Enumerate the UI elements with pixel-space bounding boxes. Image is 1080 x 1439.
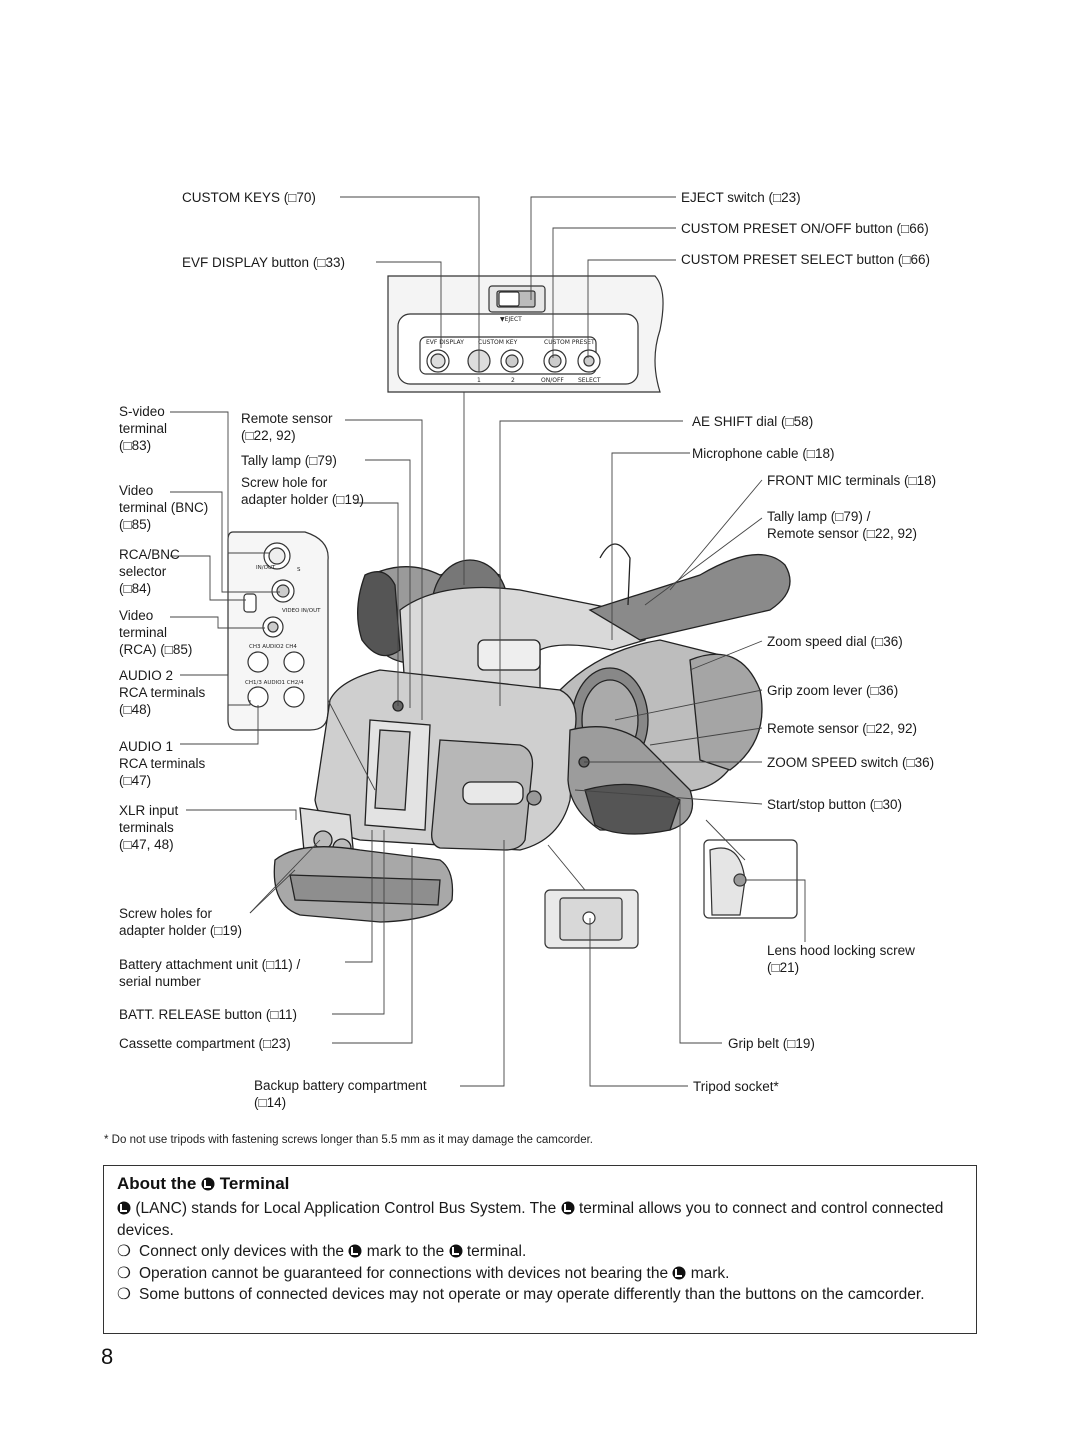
label-grip-belt: Grip belt (□19) bbox=[728, 1036, 815, 1051]
label-screw-hole: Screw hole for adapter holder (□19) bbox=[241, 475, 364, 507]
label-custom-keys: CUSTOM KEYS (□70) bbox=[182, 190, 316, 205]
label-video-rca: Video terminal (RCA) (□85) bbox=[119, 608, 193, 657]
label-mic-cable: Microphone cable (□18) bbox=[692, 446, 835, 461]
label-audio1: AUDIO 1 RCA terminals (□47) bbox=[119, 739, 206, 788]
label-tally-lamp-left: Tally lamp (□79) bbox=[241, 453, 337, 468]
panel-s-mark: S bbox=[297, 567, 301, 573]
label-video-bnc: Video terminal (BNC) (□85) bbox=[119, 483, 209, 532]
label-eject-switch: EJECT switch (□23) bbox=[681, 190, 801, 205]
page-number: 8 bbox=[101, 1344, 114, 1369]
label-tripod-socket: Tripod socket* bbox=[693, 1079, 779, 1094]
label-remote-sensor-left: Remote sensor (□22, 92) bbox=[241, 411, 333, 443]
lanc-title: About the Terminal bbox=[117, 1174, 289, 1194]
camcorder-body bbox=[273, 543, 791, 923]
panel-select-mark: SELECT bbox=[578, 377, 601, 384]
lanc-title-pre: About the bbox=[117, 1174, 197, 1193]
label-remote-sensor-right: Remote sensor (□22, 92) bbox=[767, 721, 917, 736]
label-rca-bnc-selector: RCA/BNC selector (□84) bbox=[119, 547, 180, 596]
lanc-icon bbox=[561, 1201, 575, 1215]
label-xlr: XLR input terminals (□47, 48) bbox=[119, 803, 179, 852]
lanc-bullet-3: ❍ Some buttons of connected devices may … bbox=[117, 1284, 962, 1306]
top-panel-inset bbox=[387, 275, 664, 393]
label-tally-lamp-right: Tally lamp (□79) / Remote sensor (□22, 9… bbox=[767, 509, 917, 541]
lanc-bullet-1: ❍ Connect only devices with the mark to … bbox=[117, 1241, 962, 1263]
label-batt-release: BATT. RELEASE button (□11) bbox=[119, 1007, 297, 1022]
label-screw-holes: Screw holes for adapter holder (□19) bbox=[119, 906, 242, 938]
lanc-intro-b: terminal allows you to connect and contr… bbox=[117, 1200, 944, 1239]
lanc-title-post: Terminal bbox=[219, 1174, 290, 1193]
lanc-b1-b: mark to the bbox=[366, 1243, 445, 1260]
lanc-intro-a: (LANC) stands for Local Application Cont… bbox=[135, 1200, 557, 1217]
lanc-bullet-2: ❍ Operation cannot be guaranteed for con… bbox=[117, 1263, 962, 1285]
panel-video-inout-mark: VIDEO IN/OUT bbox=[282, 608, 321, 614]
panel-inout-mark: IN/OUT bbox=[256, 565, 276, 571]
label-ae-shift: AE SHIFT dial (□58) bbox=[692, 414, 814, 429]
panel-evf-mark: EVF DISPLAY bbox=[426, 339, 464, 346]
label-start-stop: Start/stop button (□30) bbox=[767, 797, 902, 812]
label-cassette: Cassette compartment (□23) bbox=[119, 1036, 291, 1051]
bullet-mark: ❍ bbox=[117, 1286, 131, 1303]
lanc-b2-a: Operation cannot be guaranteed for conne… bbox=[139, 1264, 669, 1282]
lanc-info-box: About the Terminal (LANC) stands for Loc… bbox=[103, 1165, 977, 1334]
label-front-mic: FRONT MIC terminals (□18) bbox=[767, 473, 937, 488]
label-evf-display: EVF DISPLAY button (□33) bbox=[182, 255, 345, 270]
lanc-b3: Some buttons of connected devices may no… bbox=[139, 1286, 925, 1303]
bullet-mark: ❍ bbox=[117, 1264, 131, 1282]
label-lens-hood: Lens hood locking screw (□21) bbox=[767, 943, 915, 975]
label-audio2: AUDIO 2 RCA terminals (□48) bbox=[119, 668, 206, 717]
label-preset-onoff: CUSTOM PRESET ON/OFF button (□66) bbox=[681, 221, 929, 236]
panel-custom-key-mark: CUSTOM KEY bbox=[478, 339, 518, 346]
connector-panel-inset bbox=[227, 531, 329, 731]
label-grip-zoom: Grip zoom lever (□36) bbox=[767, 683, 899, 698]
lanc-icon bbox=[348, 1244, 362, 1258]
label-svideo-terminal: S-video terminal (□83) bbox=[119, 404, 168, 453]
label-battery-unit: Battery attachment unit (□11) / serial n… bbox=[119, 957, 301, 989]
lanc-b1-c: terminal. bbox=[466, 1243, 527, 1260]
label-preset-select: CUSTOM PRESET SELECT button (□66) bbox=[681, 252, 930, 267]
panel-audio2-mark: CH3 AUDIO2 CH4 bbox=[249, 644, 297, 650]
lanc-icon bbox=[117, 1201, 131, 1215]
panel-custom-preset-mark: CUSTOM PRESET bbox=[544, 339, 595, 346]
lens-hood-inset bbox=[703, 839, 798, 919]
panel-key2-mark: 2 bbox=[511, 377, 515, 384]
panel-eject-mark: ▼EJECT bbox=[500, 316, 522, 323]
panel-audio1-mark: CH1/3 AUDIO1 CH2/4 bbox=[245, 680, 304, 686]
lanc-icon bbox=[672, 1266, 686, 1279]
lanc-intro: (LANC) stands for Local Application Cont… bbox=[117, 1198, 962, 1241]
leader-lines bbox=[170, 196, 806, 1087]
panel-onoff-mark: ON/OFF bbox=[541, 377, 564, 384]
lanc-icon bbox=[449, 1244, 463, 1258]
footnote: * Do not use tripods with fastening scre… bbox=[104, 1134, 593, 1146]
label-zoom-speed-dial: Zoom speed dial (□36) bbox=[767, 634, 903, 649]
camcorder-diagram: ▼EJECT EVF DISPLAY CUSTOM KEY CUSTOM PRE… bbox=[170, 196, 806, 1087]
tripod-inset bbox=[544, 889, 639, 949]
lanc-b1-a: Connect only devices with the bbox=[139, 1243, 345, 1260]
lanc-b2-b: mark. bbox=[690, 1264, 730, 1282]
label-backup-battery: Backup battery compartment (□14) bbox=[254, 1078, 427, 1110]
bullet-mark: ❍ bbox=[117, 1243, 131, 1260]
lanc-body: (LANC) stands for Local Application Cont… bbox=[117, 1198, 962, 1306]
label-zoom-speed-switch: ZOOM SPEED switch (□36) bbox=[767, 755, 935, 770]
lanc-icon bbox=[201, 1177, 215, 1191]
panel-key1-mark: 1 bbox=[477, 377, 481, 384]
